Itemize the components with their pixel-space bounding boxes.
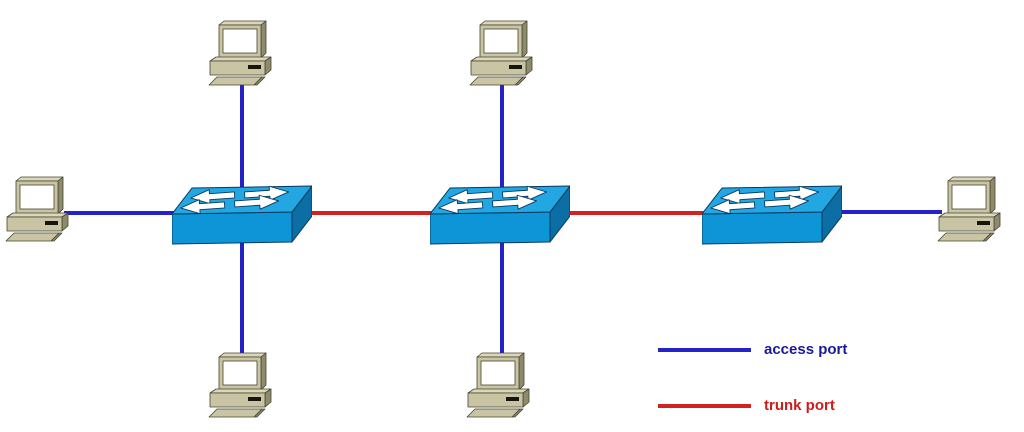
computer-icon [208,352,272,418]
legend-item-trunk-port: trunk port [658,397,835,414]
switch-icon [171,185,313,245]
switch-arrows-icon [180,185,290,215]
trunk-port-line-swatch [658,403,751,408]
computer-icon [5,176,69,242]
switch-1 [171,183,313,245]
pc-bottom-left [207,352,277,418]
legend-item-access-port: access port [658,341,847,358]
access-port-line-swatch [658,347,751,352]
switch-2 [429,183,571,245]
switch-3 [701,183,843,245]
link-switch-2-to-pc-bottom-middle [500,238,504,356]
link-switch-3-to-pc-right [838,210,942,214]
trunk-port-label: trunk port [764,397,835,414]
link-pc-top-left-to-switch-1 [240,84,244,198]
pc-top-left [207,20,277,86]
computer-icon [466,352,530,418]
switch-arrows-icon [710,185,820,215]
link-pc-top-middle-to-switch-2 [500,84,504,198]
pc-top-middle [468,20,538,86]
trunk-switch-1-to-switch-2 [309,211,433,215]
pc-bottom-middle [465,352,535,418]
switch-icon [701,185,843,245]
computer-icon [937,176,1001,242]
link-switch-1-to-pc-bottom-left [240,238,244,356]
switch-arrows-icon [438,185,548,215]
access-port-label: access port [764,341,848,358]
link-pc-left-to-switch-1 [64,211,176,215]
pc-right [936,176,1006,242]
switch-icon [429,185,571,245]
pc-left [4,176,74,242]
computer-icon [469,20,533,86]
trunk-switch-2-to-switch-3 [567,211,705,215]
computer-icon [208,20,272,86]
